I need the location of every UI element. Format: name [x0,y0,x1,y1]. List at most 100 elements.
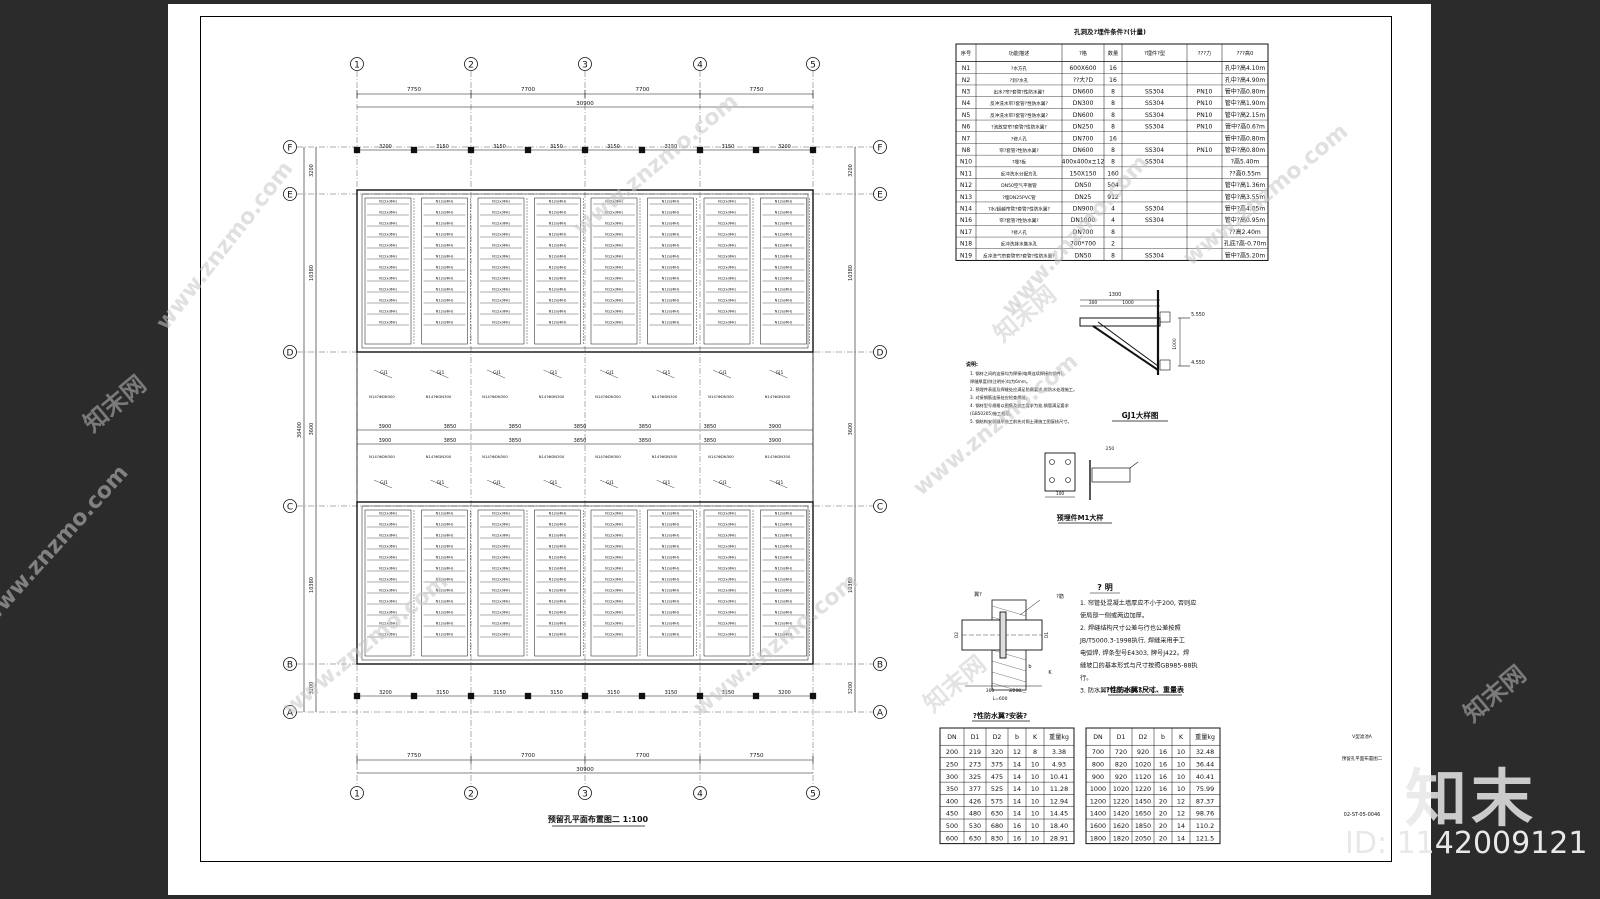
pipe-note: N14?ΦDN300 [369,454,395,459]
upper-filter-cell [421,197,468,345]
span-dim-top: 7750 [750,87,764,93]
pipe-leader [769,369,788,379]
title-drawing-no: 02-ST-05-0046 [1344,812,1381,818]
dim-table-left-cell: 273 [969,761,981,769]
partition-dim: 3150 [436,144,449,150]
table-cell: ?修人孔 [1011,135,1028,142]
upper-filter-pipe-tag: N12x(ΦH) [436,200,454,204]
upper-filter-pipe-tag: N12x(ΦH) [775,310,793,314]
mid-dim: 3850 [574,424,587,430]
column-marker [809,146,817,154]
gj1-tag: GJ1 [776,370,784,376]
left-dim-label: 3200 [309,682,315,695]
dim-table-left-cell: 575 [991,797,1003,805]
notes-main-line: 3. 防水翼?材质采用SS304。 [1080,687,1160,695]
dim-table-right-cell: 36.44 [1196,761,1214,769]
dim-table-right-cell: 12 [1177,810,1185,818]
upper-filter-pipe-tag: N12x(ΦH) [379,321,397,325]
column-marker [467,146,475,154]
install-wall-hatch [991,682,1027,694]
upper-filter-pipe-tag: N12x(ΦH) [549,222,567,226]
table-cell: ??高2.40m [1229,228,1261,236]
dim-table-left-cell: 375 [991,761,1003,769]
dim-table-left-cell: 320 [991,748,1003,756]
axis-top-2-circle [464,57,478,71]
upper-filter-pipe-tag: N12x(ΦH) [662,310,680,314]
column-marker [353,692,361,700]
upper-filter-pipe-tag: N12x(ΦH) [662,200,680,204]
mid-dim: 3850 [639,438,652,444]
dim-table-right-header: 重量kg [1195,733,1215,741]
table-cell: 帘?套管?性防水翼? [999,217,1039,224]
upper-filter-pipe-tag: N12x(ΦH) [718,266,736,270]
upper-filter-pipe-tag: N12x(ΦH) [775,211,793,215]
axis-top-1-circle [350,57,364,71]
upper-filter-pipe-tag: N12x(ΦH) [605,211,623,215]
upper-filter-pipe-tag: N12x(ΦH) [379,299,397,303]
dim-table-left-cell: 18.40 [1050,822,1068,830]
lower-filter-cell [477,509,525,657]
table-cell: N3 [962,88,970,95]
mid-dim: 3900 [769,438,782,444]
notes-main-line: 1. 帘管处混凝土墙厚应不小于200, 否则应 [1080,599,1196,607]
pipe-leader [769,479,788,489]
table-cell: SS304 [1145,205,1164,212]
upper-filter-pipe-tag: N12x(ΦH) [775,244,793,248]
table-cell: N17 [960,229,972,236]
lower-filter-pipe-tag: N12x(ΦH) [436,567,454,571]
table-cell: DN1000 [1071,217,1096,224]
lower-filter-pipe-tag: N12x(ΦH) [549,534,567,538]
axis-top-5-label: 5 [810,61,816,71]
right-dim-label: 10380 [848,577,854,593]
lower-filter-pipe-tag: N12x(ΦH) [492,589,510,593]
dim-table-right-cell: 20 [1159,822,1167,830]
axis-left-D-label: D [287,349,294,359]
dim-table-left-cell: 830 [991,834,1003,842]
dim-table-left-cell: 14 [1013,810,1021,818]
table-cell: 反冲洗水帘?套管?性防水翼? [990,100,1048,107]
table-cell: 8 [1111,159,1115,166]
lower-filter-pipe-tag: N12x(ΦH) [549,633,567,637]
axis-left-E-circle [283,187,297,201]
gj1-brace [1092,325,1159,371]
gj1-tag: GJ1 [663,370,671,376]
axis-left-C-circle [283,499,297,513]
lower-filter-pipe-tag: N12x(ΦH) [605,556,623,560]
upper-filter-pipe-tag: N12x(ΦH) [549,244,567,248]
pipe-note: N14?ΦDN300 [426,454,452,459]
mid-dim: 3850 [444,424,457,430]
upper-filter-pipe-tag: N12x(ΦH) [379,200,397,204]
lower-filter-pipe-tag: N12x(ΦH) [718,512,736,516]
gj1-tag: GJ1 [380,480,388,486]
dim-table-left-cell: 10 [1031,761,1039,769]
gj1-height: 1000 [1172,338,1178,350]
pipe-note: N14?ΦDN300 [595,394,621,399]
lower-filter-pipe-tag: N12x(ΦH) [436,556,454,560]
lower-filter-pipe-tag: N12x(ΦH) [549,545,567,549]
watermark-brand: 知末网 [1458,660,1531,728]
dim-table-left-cell: 530 [969,822,981,830]
lower-filter-pipe-tag: N12x(ΦH) [436,622,454,626]
dim-table-right-header: K [1179,734,1184,741]
partition-dim: 3150 [607,144,620,150]
upper-filter-pipe-tag: N12x(ΦH) [436,211,454,215]
upper-filter-pipe-tag: N12x(ΦH) [379,310,397,314]
dim-table-right-cell: 75.99 [1196,785,1214,793]
lower-filter-pipe-tag: N12x(ΦH) [662,534,680,538]
table-cell: SS304 [1145,147,1164,154]
axis-top-2-label: 2 [468,61,474,71]
table-cell: 管中?高3.55m [1225,193,1266,201]
column-marker [353,146,361,154]
upper-filter-pipe-tag: N12x(ΦH) [605,233,623,237]
upper-filter-pipe-tag: N12x(ΦH) [379,233,397,237]
table-cell: 8 [1111,229,1115,236]
pipe-note: N14?ΦDN300 [595,454,621,459]
axis-left-B-label: B [287,661,293,671]
pipe-leader [656,369,675,379]
m1-anchor-hole [1049,477,1055,483]
partition-dim: 3150 [665,144,678,150]
axis-bottom-4-label: 4 [697,790,703,800]
dim-table-right-cell: 800 [1092,761,1104,769]
dim-table-right-header: D2 [1139,734,1148,741]
